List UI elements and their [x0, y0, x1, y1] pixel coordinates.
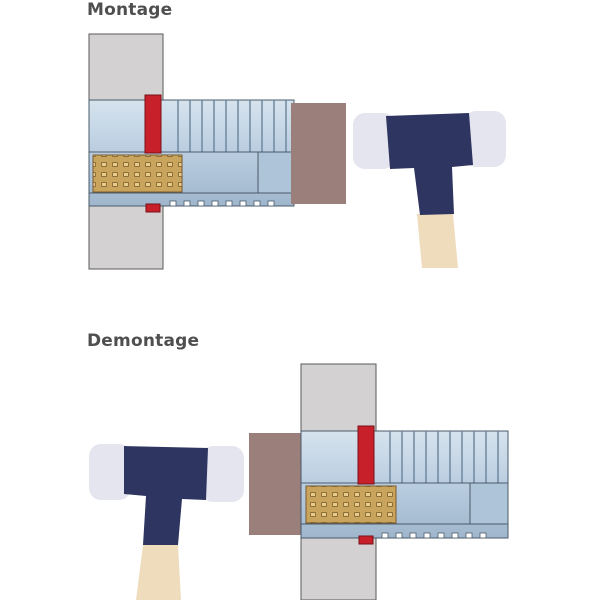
montage-diagram [88, 33, 506, 270]
hammer-face-left [89, 444, 131, 500]
hammer-face-right [464, 111, 506, 167]
pin-tumbler-block [305, 485, 397, 524]
demontage-diagram [89, 363, 509, 600]
cylinder-ridges [177, 100, 287, 152]
cylinder-bottom-notches [381, 532, 487, 539]
hammer-handle [136, 545, 181, 600]
hammer [89, 444, 244, 600]
cylinder-bottom-notches [169, 200, 275, 207]
pin-tumbler-block [92, 154, 183, 193]
cylinder-ridges [389, 431, 499, 483]
striking-block [291, 103, 346, 204]
hammer-head [386, 113, 473, 215]
striking-block [249, 433, 304, 535]
hammer [353, 111, 506, 268]
hammer-face-right [201, 446, 244, 502]
red-cam-screw [358, 535, 374, 545]
red-cam-screw [145, 203, 161, 213]
lock-cylinder [300, 425, 509, 545]
lock-cylinder [88, 94, 295, 213]
red-cam [144, 94, 162, 154]
demontage-title: Demontage [87, 331, 200, 351]
hammer-head [124, 446, 208, 545]
montage-title: Montage [87, 0, 173, 20]
hammer-handle [417, 214, 458, 268]
hammer-face-left [353, 113, 395, 169]
red-cam [357, 425, 375, 485]
